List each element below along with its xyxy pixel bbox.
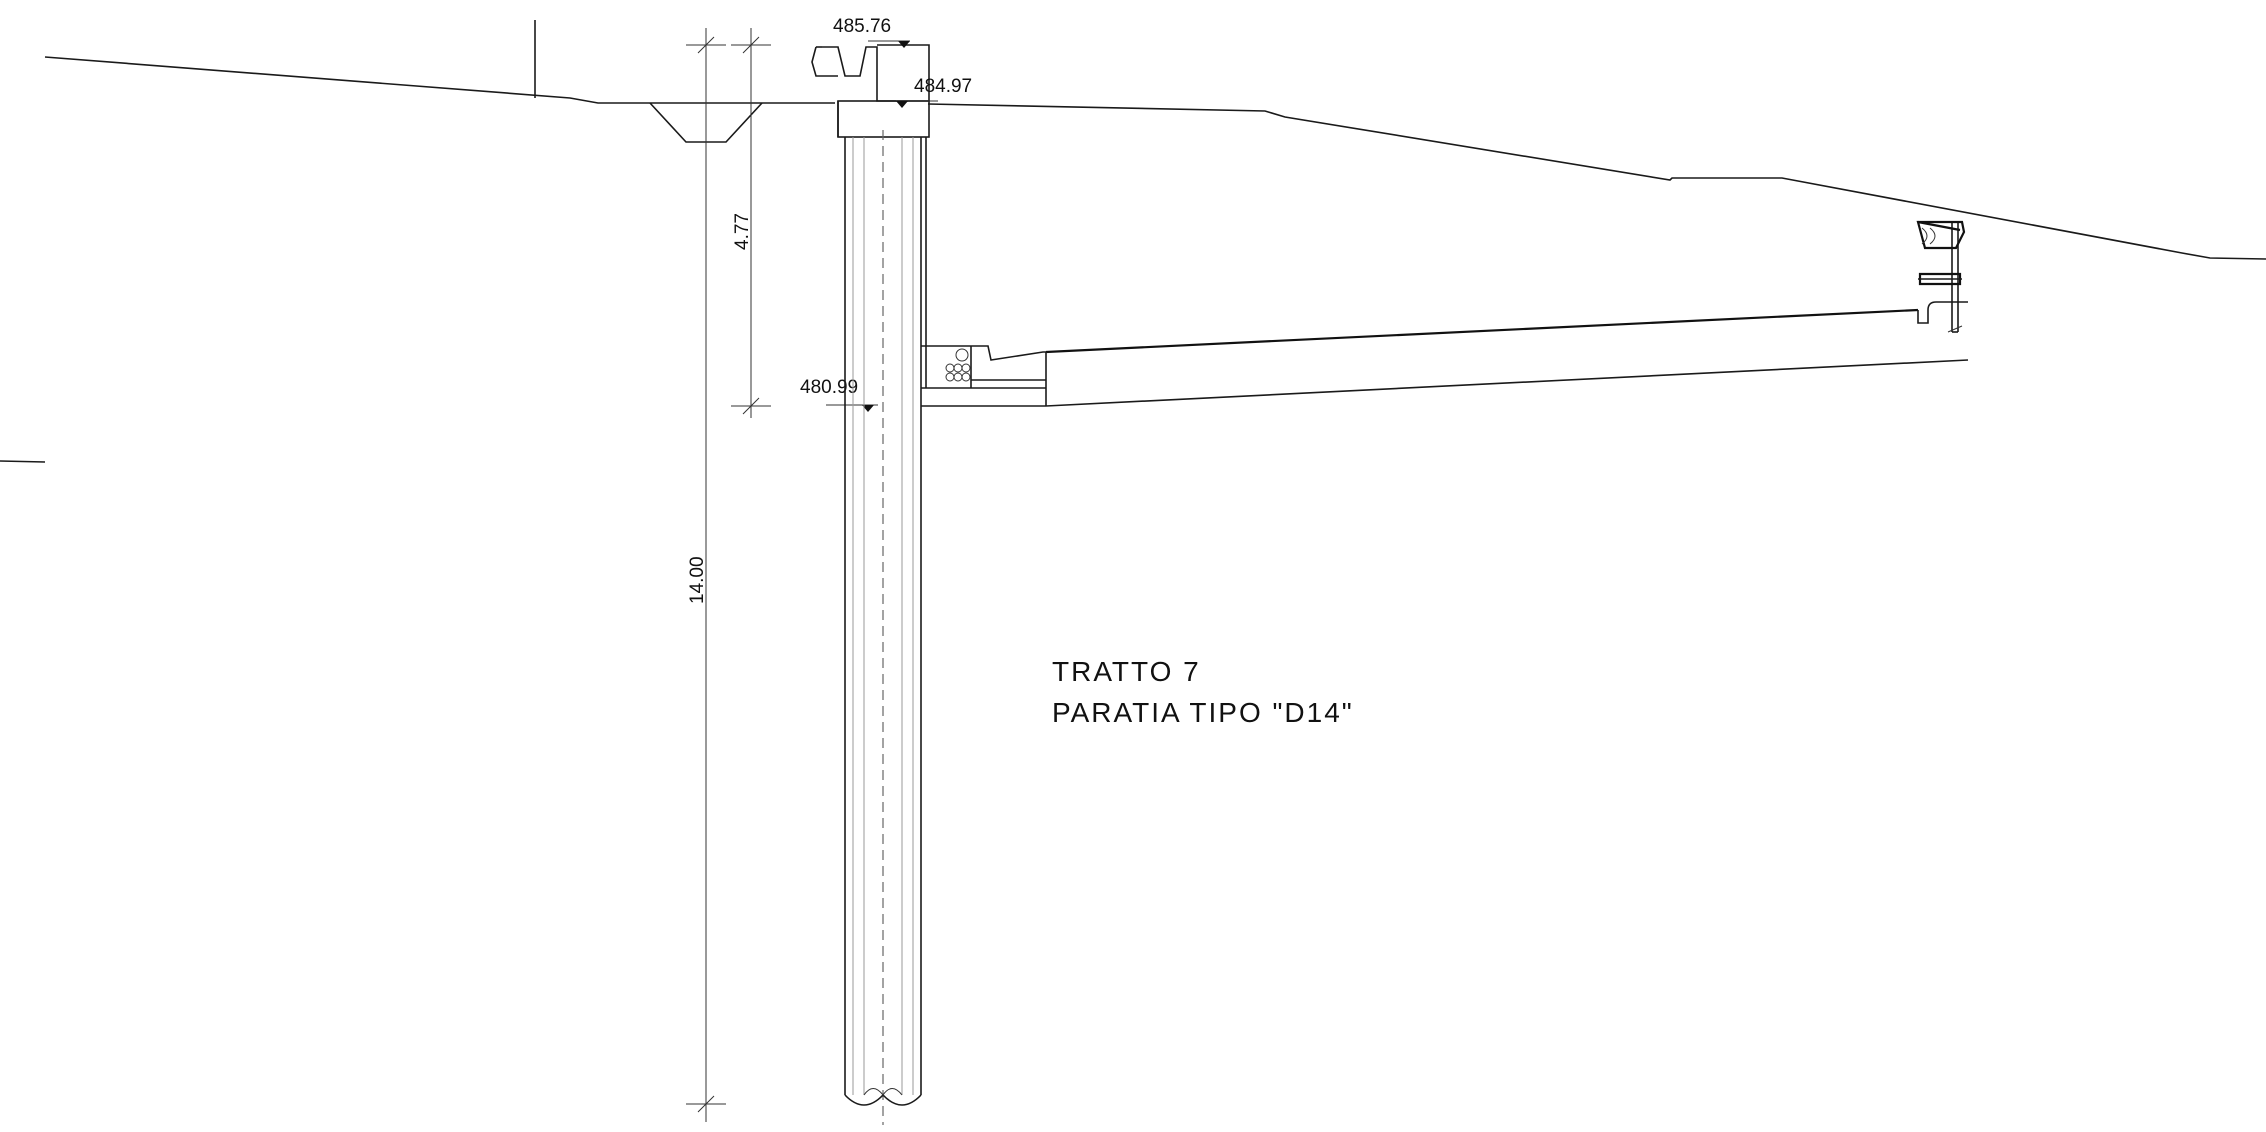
guardrail [1916, 220, 1968, 333]
left-edge-line [0, 460, 46, 463]
dimension-pile-length [686, 28, 726, 1122]
note-wall-type: PARATIA TIPO "D14" [1052, 697, 1354, 728]
capping-beam [811, 44, 930, 138]
drainage-pipes [921, 345, 1046, 389]
elevation-label-top: 485.76 [833, 16, 891, 37]
ground-profile-left [44, 56, 835, 104]
elevation-marker-bottom [826, 404, 878, 412]
bored-pile [844, 130, 922, 1125]
dimension-excavation-depth [731, 28, 771, 418]
ground-profile-right [927, 103, 2266, 260]
elevation-label-bottom: 480.99 [800, 377, 858, 398]
elevation-marker-top [868, 40, 910, 48]
dimension-label-excavation-depth: 4.77 [732, 213, 753, 250]
elevation-marker-ground [896, 100, 938, 108]
dimension-label-pile-length: 14.00 [687, 556, 708, 604]
note-section-name: TRATTO 7 [1052, 656, 1201, 687]
elevation-label-ground: 484.97 [914, 76, 972, 97]
road-pavement [1045, 308, 1969, 407]
